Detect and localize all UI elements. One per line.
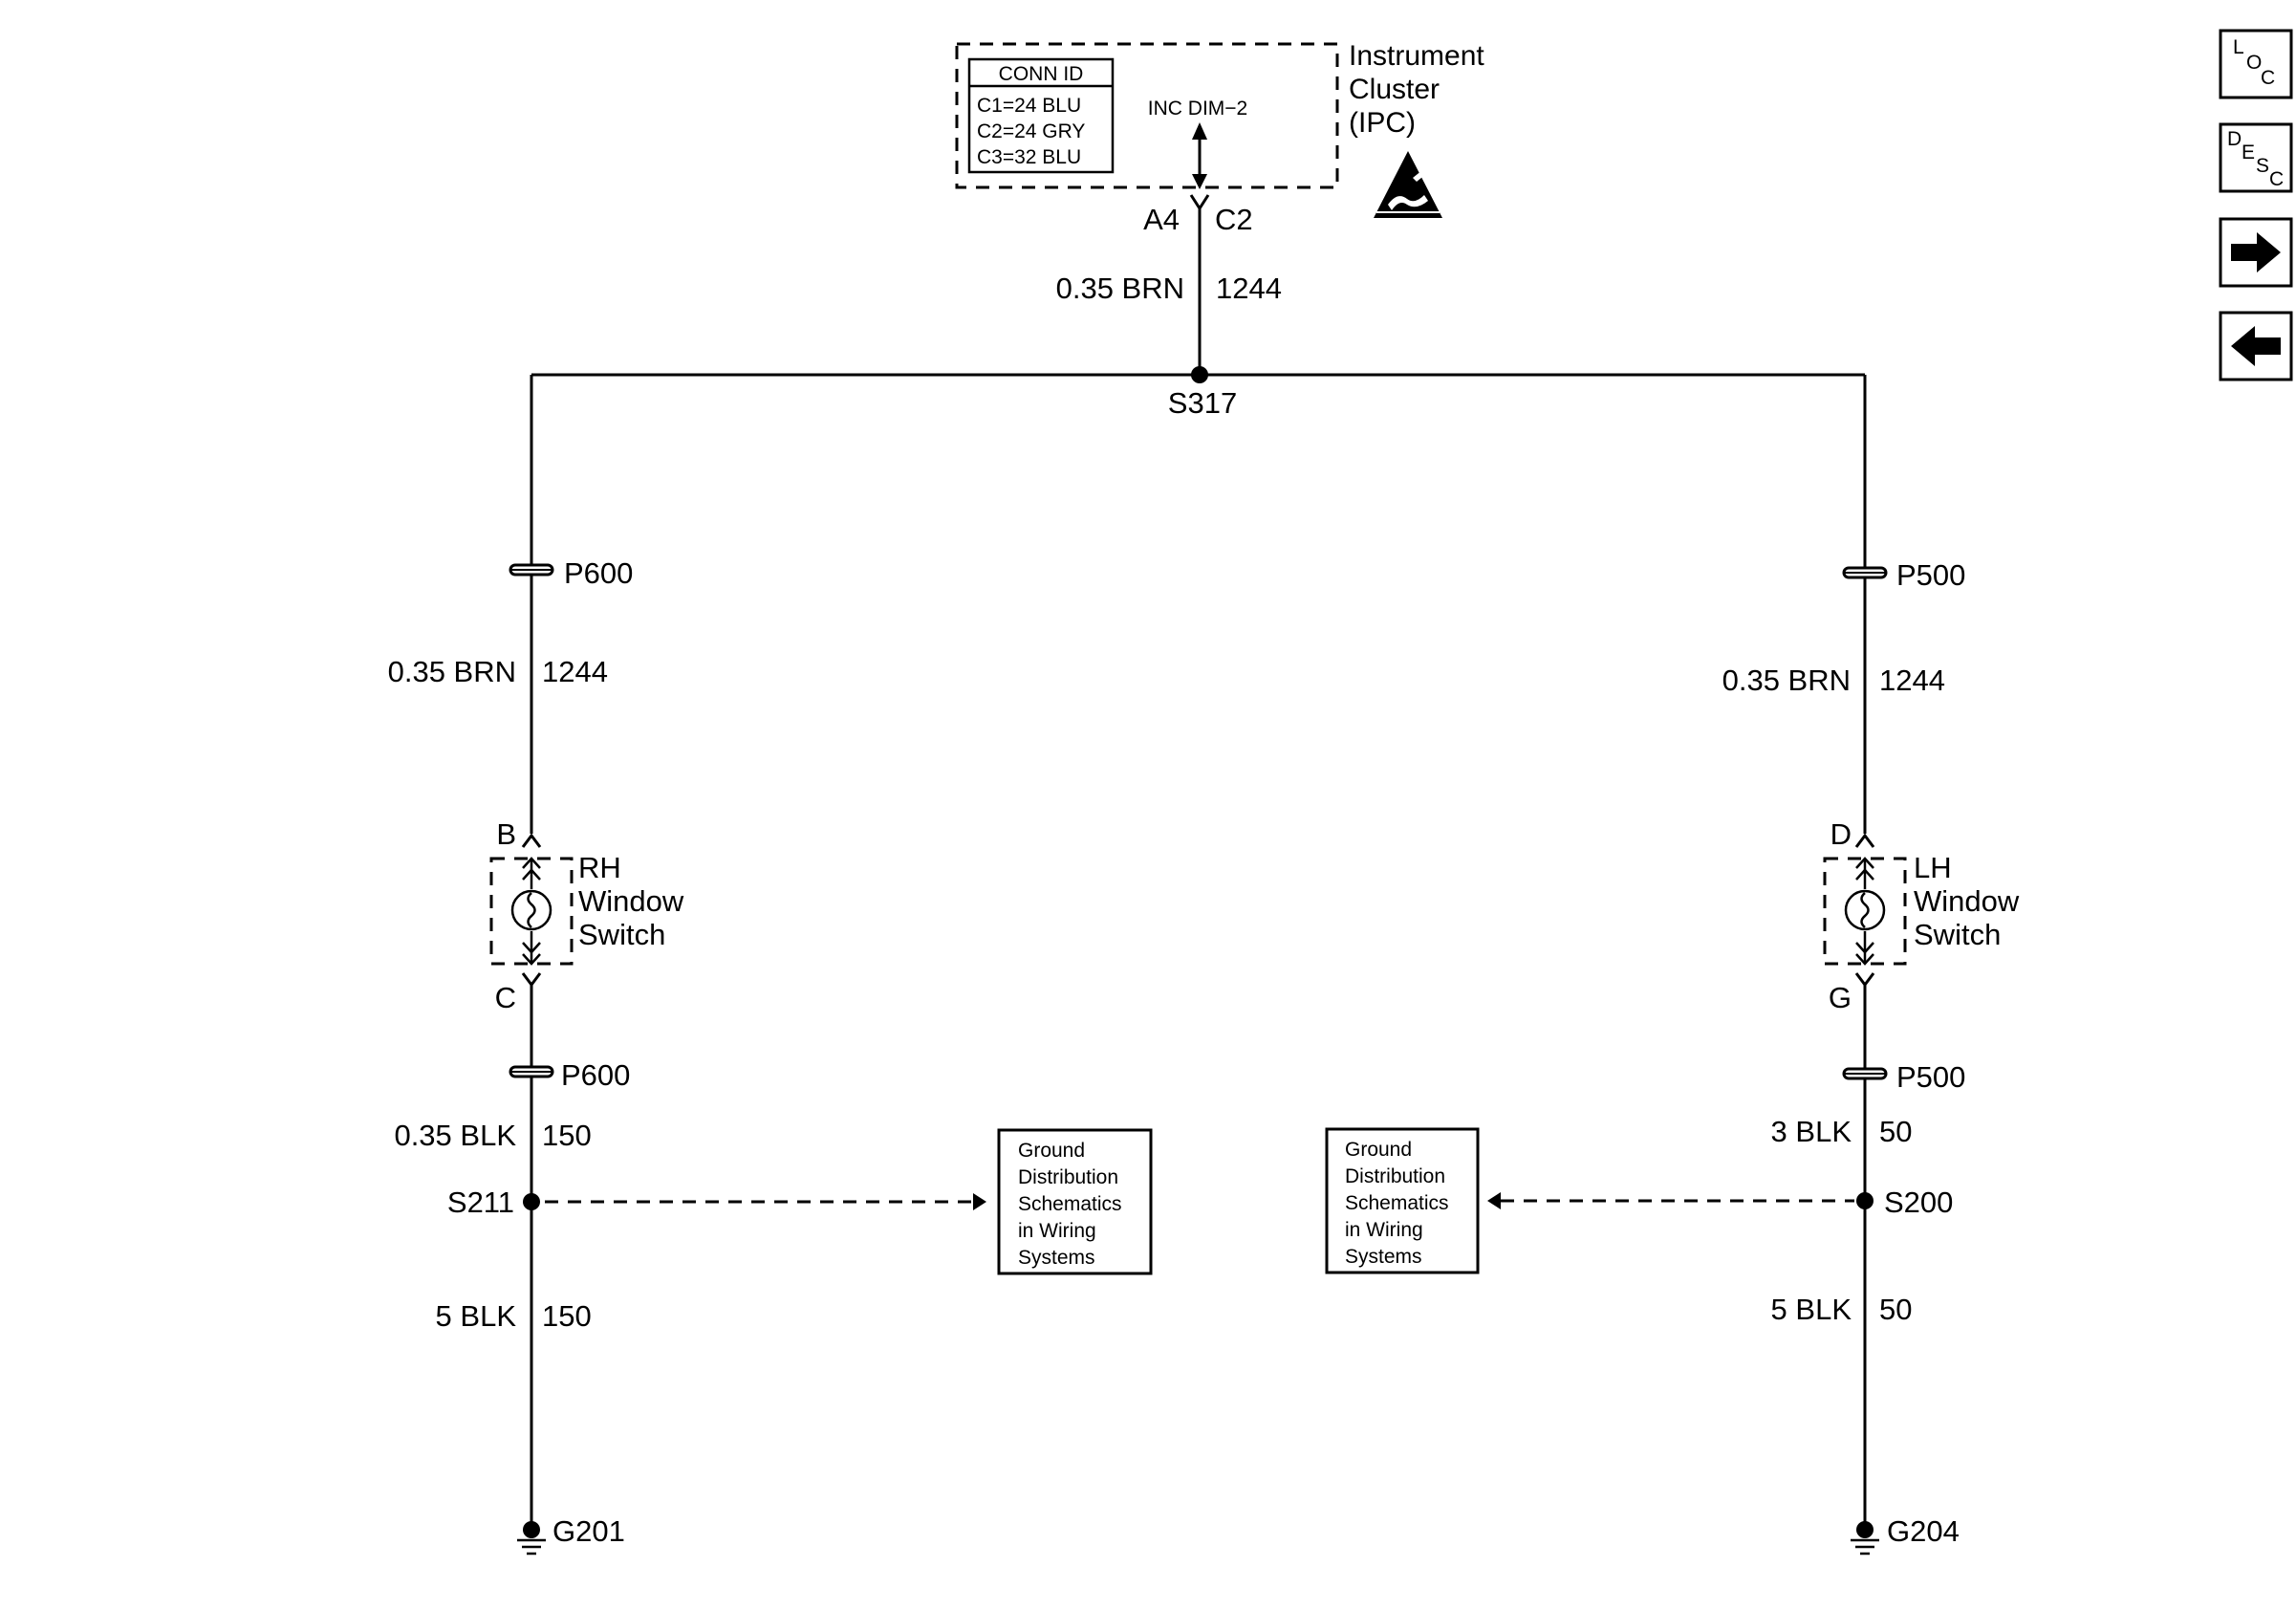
svg-text:Systems: Systems [1018, 1247, 1095, 1269]
svg-text:Schematics: Schematics [1345, 1192, 1449, 1214]
svg-text:C: C [2261, 67, 2275, 89]
right-ground-ref-box[interactable]: Ground Distribution Schematics in Wiring… [1325, 1127, 1480, 1274]
svg-text:Distribution: Distribution [1018, 1166, 1118, 1188]
left-pin-top: B [496, 817, 516, 851]
svg-text:Ground: Ground [1345, 1139, 1412, 1161]
ipc-pin-right: C2 [1215, 203, 1253, 236]
ipc-signal-arrow-up [1192, 122, 1207, 140]
ipc-name-line-1: Instrument [1349, 40, 1484, 72]
left-switch-name-1: RH [578, 851, 621, 884]
right-wire-upper-circuit: 1244 [1879, 664, 1945, 697]
left-inline-connector-upper [509, 563, 554, 577]
conn-id-box [967, 57, 1115, 174]
left-wire-lower-gauge: 5 BLK [436, 1299, 517, 1333]
svg-text:L: L [2233, 36, 2244, 58]
svg-text:Ground: Ground [1018, 1140, 1085, 1162]
svg-text:Distribution: Distribution [1345, 1165, 1445, 1187]
left-switch-pin-bottom [521, 972, 542, 988]
left-ground-ref-box[interactable]: Ground Distribution Schematics in Wiring… [997, 1128, 1153, 1275]
next-button[interactable] [2219, 217, 2293, 288]
right-pin-bottom: G [1829, 981, 1852, 1014]
right-wire-lower-circuit: 50 [1879, 1293, 1912, 1326]
ipc-signal-arrow-down [1192, 174, 1207, 189]
conn-id-line-1: C1=24 BLU [977, 95, 1081, 117]
wire-top-circuit: 1244 [1216, 272, 1282, 305]
loc-button[interactable]: L O C [2219, 29, 2293, 99]
right-switch-pin-bottom [1854, 972, 1875, 988]
left-pin-bottom: C [495, 981, 516, 1014]
right-splice-label: S200 [1884, 1186, 1953, 1219]
ipc-pin-left: A4 [1143, 203, 1180, 236]
svg-text:S: S [2256, 155, 2269, 177]
esd-warning-icon [1374, 151, 1442, 218]
ipc-dashed-border [955, 42, 1339, 189]
svg-text:E: E [2242, 141, 2255, 163]
ipc-name-line-3: (IPC) [1349, 107, 1416, 139]
ipc-module: CONN ID C1=24 BLU C2=24 GRY C3=32 BLU IN… [955, 40, 1484, 218]
left-wire-upper-circuit: 1244 [542, 655, 608, 688]
left-ground-icon [517, 1521, 546, 1556]
left-wire-lower-circuit: 150 [542, 1299, 592, 1333]
right-ground-label: G204 [1887, 1514, 1960, 1548]
svg-text:in Wiring: in Wiring [1018, 1220, 1096, 1242]
left-switch-lamp-icon [510, 889, 552, 931]
splice-s317-dot [1191, 366, 1208, 383]
right-wire-lower-gauge: 5 BLK [1771, 1293, 1852, 1326]
conn-id-line-3: C3=32 BLU [977, 146, 1081, 168]
left-splice-dot [523, 1193, 540, 1210]
left-wire-mid-gauge: 0.35 BLK [394, 1119, 516, 1152]
left-switch-pin-top [521, 833, 542, 848]
arrow-right-icon [2231, 232, 2281, 272]
svg-text:D: D [2227, 128, 2242, 150]
left-ground-ref-arrow [973, 1193, 986, 1210]
wire-top-gauge: 0.35 BRN [1056, 272, 1184, 305]
right-inline-connector-lower [1842, 1067, 1888, 1080]
desc-button[interactable]: D E S C [2219, 122, 2293, 193]
right-pin-top: D [1830, 817, 1852, 851]
right-switch-lamp-icon [1844, 889, 1886, 931]
ipc-pin-connector: A4 C2 [1143, 194, 1253, 236]
left-window-switch [489, 857, 574, 966]
left-wire-upper-gauge: 0.35 BRN [388, 655, 516, 688]
right-wire-mid-gauge: 3 BLK [1771, 1115, 1852, 1148]
right-switch-name-2: Window [1914, 884, 2020, 918]
right-ground-icon [1851, 1521, 1879, 1556]
right-switch-pin-top [1854, 833, 1875, 848]
right-splice-dot [1856, 1192, 1874, 1209]
svg-text:C: C [2269, 168, 2284, 190]
right-switch-name-1: LH [1914, 851, 1952, 884]
conn-id-header: CONN ID [999, 63, 1084, 85]
right-wire-upper-gauge: 0.35 BRN [1722, 664, 1851, 697]
svg-text:Systems: Systems [1345, 1246, 1422, 1268]
left-switch-name-2: Window [578, 884, 684, 918]
right-connector-upper-label: P500 [1896, 558, 1965, 592]
right-switch-name-3: Switch [1914, 918, 2001, 951]
svg-text:in Wiring: in Wiring [1345, 1219, 1423, 1241]
left-branch: P600 0.35 BRN 1244 B RH Window Switch C … [388, 375, 684, 1556]
svg-text:Schematics: Schematics [1018, 1193, 1122, 1215]
right-window-switch [1823, 857, 1907, 966]
right-inline-connector-upper [1842, 566, 1888, 579]
left-switch-name-3: Switch [578, 918, 665, 951]
right-branch: P500 0.35 BRN 1244 D LH Window Switch G … [1722, 375, 2020, 1556]
left-splice-label: S211 [447, 1186, 514, 1219]
left-ground-label: G201 [552, 1514, 625, 1548]
left-connector-upper-label: P600 [564, 556, 633, 590]
splice-s317-label: S317 [1168, 386, 1237, 420]
right-ground-ref-arrow [1487, 1192, 1501, 1209]
back-button[interactable] [2219, 311, 2293, 381]
arrow-left-icon [2231, 326, 2281, 366]
left-wire-mid-circuit: 150 [542, 1119, 592, 1152]
right-wire-mid-circuit: 50 [1879, 1115, 1912, 1148]
ipc-signal-label: INC DIM−2 [1148, 98, 1247, 120]
left-inline-connector-lower [509, 1065, 554, 1078]
ipc-name-line-2: Cluster [1349, 74, 1440, 105]
svg-text:O: O [2246, 52, 2262, 74]
conn-id-line-2: C2=24 GRY [977, 120, 1085, 142]
right-connector-lower-label: P500 [1896, 1060, 1965, 1094]
left-connector-lower-label: P600 [561, 1058, 630, 1092]
